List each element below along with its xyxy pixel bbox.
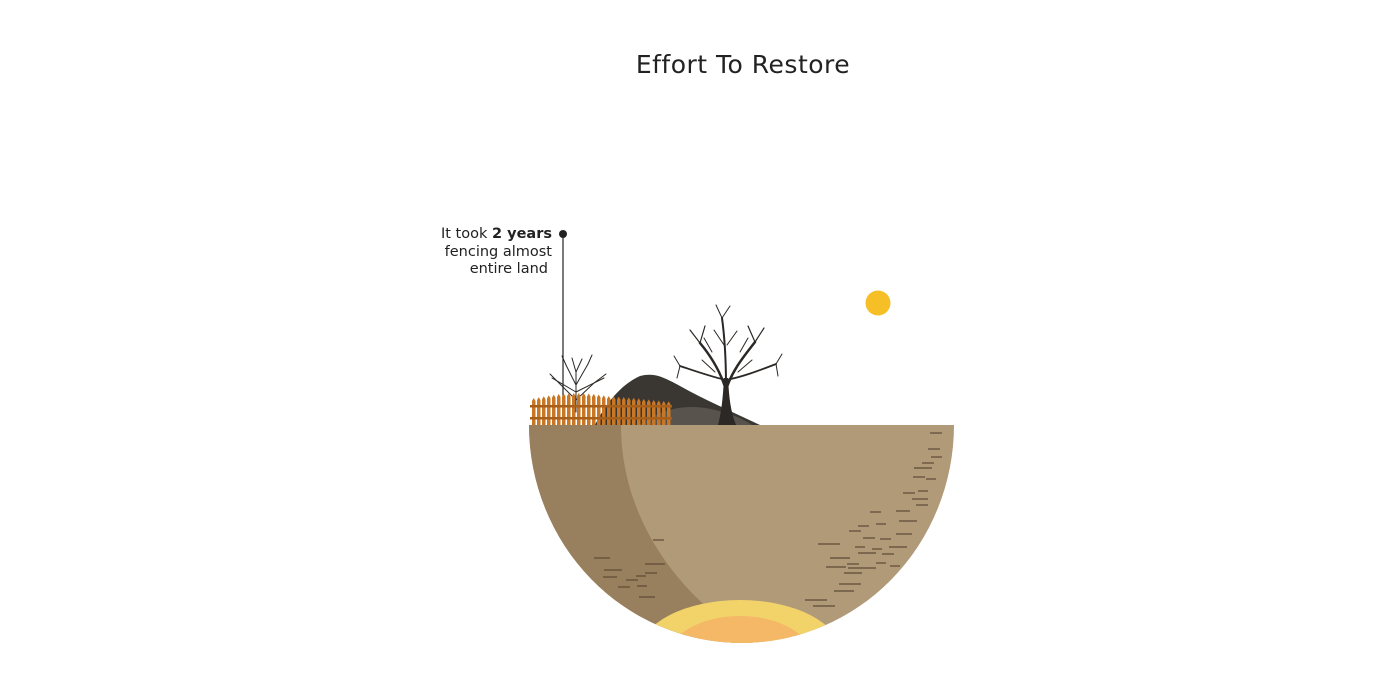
fence-picket xyxy=(582,393,586,425)
annotation-line-1: It took 2 years xyxy=(400,226,552,244)
fence-picket xyxy=(612,396,616,425)
bare-tree-icon xyxy=(673,304,783,425)
fence-picket xyxy=(567,393,571,425)
fence-picket xyxy=(667,401,671,425)
fence-picket xyxy=(622,396,626,425)
annotation-prefix: It took xyxy=(440,226,492,242)
soil-texture xyxy=(594,432,942,607)
fence-picket xyxy=(602,395,606,425)
fence-rail xyxy=(530,417,672,420)
fence-picket xyxy=(562,393,566,425)
fence-picket xyxy=(637,398,641,425)
fence-picket xyxy=(627,397,631,425)
annotation-highlight: 2 years xyxy=(492,226,552,242)
fence-picket xyxy=(557,394,561,425)
fence-picket xyxy=(652,399,656,425)
fence-picket xyxy=(632,397,636,425)
fence-picket xyxy=(597,394,601,425)
water-pool xyxy=(640,600,840,643)
fence-picket xyxy=(572,393,576,425)
water-pool-yellow xyxy=(640,600,840,643)
fence-picket xyxy=(577,393,581,425)
fence-picket xyxy=(607,396,611,425)
fence-rail xyxy=(530,405,672,408)
fence-picket xyxy=(552,394,556,425)
fence-picket xyxy=(617,396,621,425)
fence-picket xyxy=(537,397,541,425)
annotation-line-3: entire land xyxy=(469,261,548,277)
annotation-pointer xyxy=(559,230,567,402)
fence-picket xyxy=(532,398,536,425)
fence-picket xyxy=(647,399,651,425)
fence-picket xyxy=(547,395,551,425)
sun-icon xyxy=(865,290,891,316)
fence-annotation: It took 2 years fencing almost entire la… xyxy=(400,226,552,279)
fence-picket xyxy=(587,393,591,425)
fence-picket xyxy=(542,396,546,425)
fence-picket xyxy=(657,400,661,425)
water-pool-orange xyxy=(668,616,812,643)
wooden-fence-icon xyxy=(530,393,672,425)
fence-picket xyxy=(642,398,646,425)
fence-picket xyxy=(662,400,666,425)
annotation-line-2: fencing almost xyxy=(444,243,552,260)
fence-picket xyxy=(592,393,596,425)
soil-cross-section xyxy=(529,425,954,643)
chart-title: Effort To Restore xyxy=(635,50,851,79)
